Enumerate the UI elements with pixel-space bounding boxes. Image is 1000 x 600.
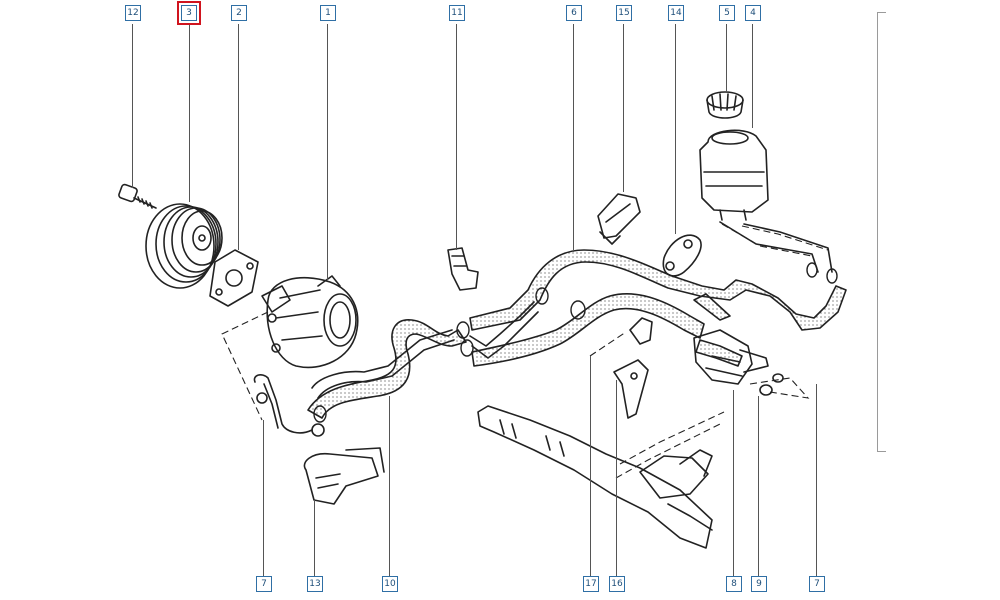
bracket-clip-part — [662, 234, 702, 277]
dashed-guide-reservoir — [721, 223, 813, 257]
hose-part-6 — [469, 249, 847, 331]
leader-line-5 — [726, 24, 727, 92]
leader-line-8 — [733, 390, 734, 576]
leader-line-4 — [752, 24, 753, 128]
callout-6[interactable]: 6 — [566, 5, 582, 21]
leader-line-7b — [816, 384, 817, 576]
steering-rack-part — [477, 405, 713, 549]
callout-16[interactable]: 16 — [609, 576, 625, 592]
clamp-part — [597, 193, 641, 245]
leader-line-16 — [616, 380, 617, 576]
bolt-part — [118, 183, 157, 209]
callout-4[interactable]: 4 — [745, 5, 761, 21]
dashed-guide-reservoir-2 — [741, 225, 829, 251]
leader-line-10 — [389, 396, 390, 576]
dashed-guide-pump-pipe — [221, 311, 269, 421]
leader-line-3 — [189, 24, 190, 202]
leader-line-7a — [263, 420, 264, 576]
callout-5[interactable]: 5 — [719, 5, 735, 21]
hose-clip-part — [629, 317, 653, 345]
dashed-guide-rack — [619, 411, 725, 465]
hose-part-8 — [695, 339, 743, 367]
callout-13[interactable]: 13 — [307, 576, 323, 592]
reservoir-part — [699, 129, 769, 221]
reservoir-cap-part — [706, 91, 744, 119]
hose-part-10 — [307, 319, 467, 419]
callout-7-right[interactable]: 7 — [809, 576, 825, 592]
callout-2[interactable]: 2 — [231, 5, 247, 21]
leader-line-11 — [456, 24, 457, 250]
margin-bracket — [877, 12, 888, 452]
callout-3-selected[interactable]: 3 — [177, 1, 201, 25]
callout-14[interactable]: 14 — [668, 5, 684, 21]
leader-line-9 — [758, 396, 759, 576]
callout-9[interactable]: 9 — [751, 576, 767, 592]
dashed-guide-rack-2 — [615, 423, 721, 479]
hose-part-6b — [471, 293, 705, 367]
dashed-guide-clip — [589, 331, 627, 357]
callout-10[interactable]: 10 — [382, 576, 398, 592]
leader-line-12 — [132, 24, 133, 188]
callout-15[interactable]: 15 — [616, 5, 632, 21]
callout-17[interactable]: 17 — [583, 576, 599, 592]
pulley-part — [145, 203, 223, 289]
dashed-guide-valve — [749, 377, 810, 399]
support-bracket-part — [303, 447, 385, 505]
metal-pipes — [311, 221, 833, 399]
callout-12[interactable]: 12 — [125, 5, 141, 21]
clip-part — [447, 247, 479, 291]
callout-8[interactable]: 8 — [726, 576, 742, 592]
hose-part-6c — [693, 293, 731, 321]
leader-line-15 — [623, 24, 624, 192]
return-pipe-part — [253, 373, 325, 437]
o-ring-part — [759, 373, 784, 396]
leader-line-2 — [238, 24, 239, 250]
leader-line-14 — [675, 24, 676, 234]
flange-part — [209, 249, 259, 307]
callout-11[interactable]: 11 — [449, 5, 465, 21]
leader-line-17 — [590, 356, 591, 576]
callout-1[interactable]: 1 — [320, 5, 336, 21]
leader-line-1 — [327, 24, 328, 280]
pump-part — [261, 275, 359, 369]
mount-bracket-part — [613, 359, 649, 419]
callout-7-left[interactable]: 7 — [256, 576, 272, 592]
leader-line-13 — [314, 500, 315, 576]
leader-line-6 — [573, 24, 574, 252]
